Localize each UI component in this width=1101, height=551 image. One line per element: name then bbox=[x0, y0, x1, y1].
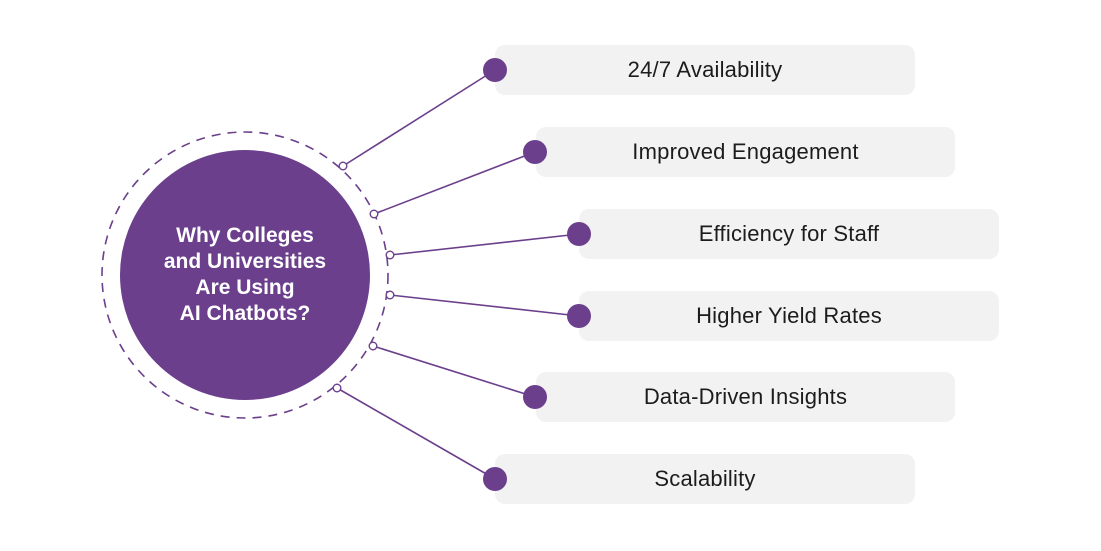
connector-line bbox=[372, 345, 536, 398]
center-title: Why Colleges and Universities Are Using … bbox=[163, 224, 327, 325]
benefit-label: Improved Engagement bbox=[632, 139, 859, 164]
connector-dot bbox=[567, 222, 591, 246]
benefit-label: Scalability bbox=[654, 466, 756, 491]
connector-anchor bbox=[385, 250, 395, 260]
dashed-ring bbox=[101, 131, 389, 419]
benefit-pill-yield: Higher Yield Rates bbox=[579, 291, 999, 341]
connector-dot bbox=[523, 385, 547, 409]
benefit-label: Efficiency for Staff bbox=[698, 221, 880, 246]
connector-line bbox=[336, 387, 496, 480]
connector-line bbox=[373, 151, 536, 215]
benefit-label: Data-Driven Insights bbox=[643, 384, 848, 409]
connector-anchor bbox=[385, 290, 395, 300]
connector-dot bbox=[523, 140, 547, 164]
connector-anchor bbox=[369, 209, 379, 219]
connector-line bbox=[389, 294, 580, 317]
benefit-pill-scalability: Scalability bbox=[495, 454, 915, 504]
connector-anchor bbox=[368, 341, 378, 351]
connector-dot bbox=[567, 304, 591, 328]
center-circle: Why Colleges and Universities Are Using … bbox=[120, 150, 370, 400]
connector-anchor bbox=[338, 161, 348, 171]
benefit-label: Higher Yield Rates bbox=[696, 303, 882, 328]
benefit-pill-efficiency: Efficiency for Staff bbox=[579, 209, 999, 259]
connector-dot bbox=[483, 467, 507, 491]
connector-anchor bbox=[332, 383, 342, 393]
benefit-label: 24/7 Availability bbox=[627, 57, 783, 82]
benefit-pill-availability: 24/7 Availability bbox=[495, 45, 915, 95]
connector-line bbox=[342, 69, 496, 167]
benefit-pill-insights: Data-Driven Insights bbox=[536, 372, 955, 422]
connector-dot bbox=[483, 58, 507, 82]
connector-line bbox=[389, 233, 580, 256]
benefit-pill-engagement: Improved Engagement bbox=[536, 127, 955, 177]
